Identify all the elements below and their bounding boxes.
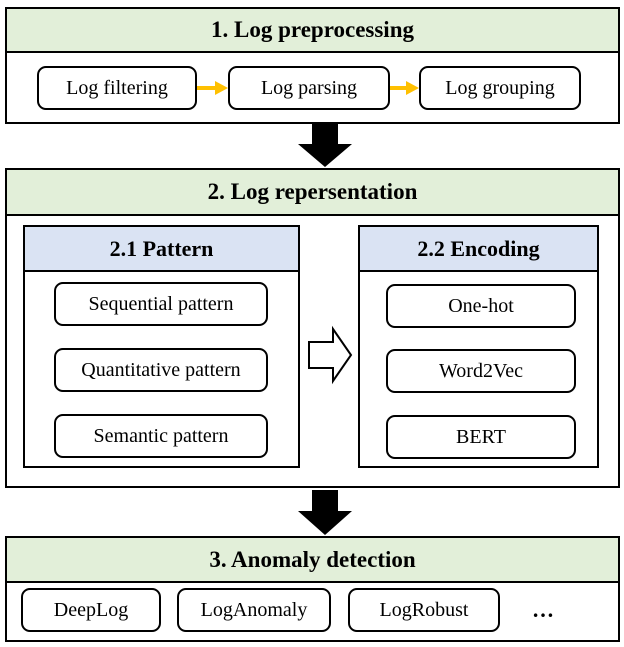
pattern-title: 2.1 Pattern xyxy=(25,227,298,272)
encoding-item-bert: BERT xyxy=(386,415,576,459)
pattern-item-quantitative: Quantitative pattern xyxy=(54,348,268,392)
method-logrobust: LogRobust xyxy=(348,588,500,632)
section-title: 2. Log repersentation xyxy=(7,170,618,216)
encoding-title: 2.2 Encoding xyxy=(360,227,597,272)
down-arrow-2 xyxy=(298,490,352,535)
section-title: 3. Anomaly detection xyxy=(7,538,618,583)
step-log-grouping: Log grouping xyxy=(419,66,581,110)
step-arrow-2 xyxy=(390,81,419,95)
pattern-item-semantic: Semantic pattern xyxy=(54,414,268,458)
method-loganomaly: LogAnomaly xyxy=(177,588,331,632)
step-log-filtering: Log filtering xyxy=(37,66,197,110)
method-deeplog: DeepLog xyxy=(21,588,161,632)
pattern-item-sequential: Sequential pattern xyxy=(54,282,268,326)
step-log-parsing: Log parsing xyxy=(228,66,390,110)
encoding-item-word2vec: Word2Vec xyxy=(386,349,576,393)
down-arrow-1 xyxy=(298,124,352,167)
step-arrow-1 xyxy=(197,81,228,95)
section-title: 1. Log preprocessing xyxy=(7,9,618,53)
hollow-right-arrow xyxy=(308,325,353,385)
more-ellipsis: … xyxy=(532,597,554,622)
encoding-item-onehot: One-hot xyxy=(386,284,576,328)
